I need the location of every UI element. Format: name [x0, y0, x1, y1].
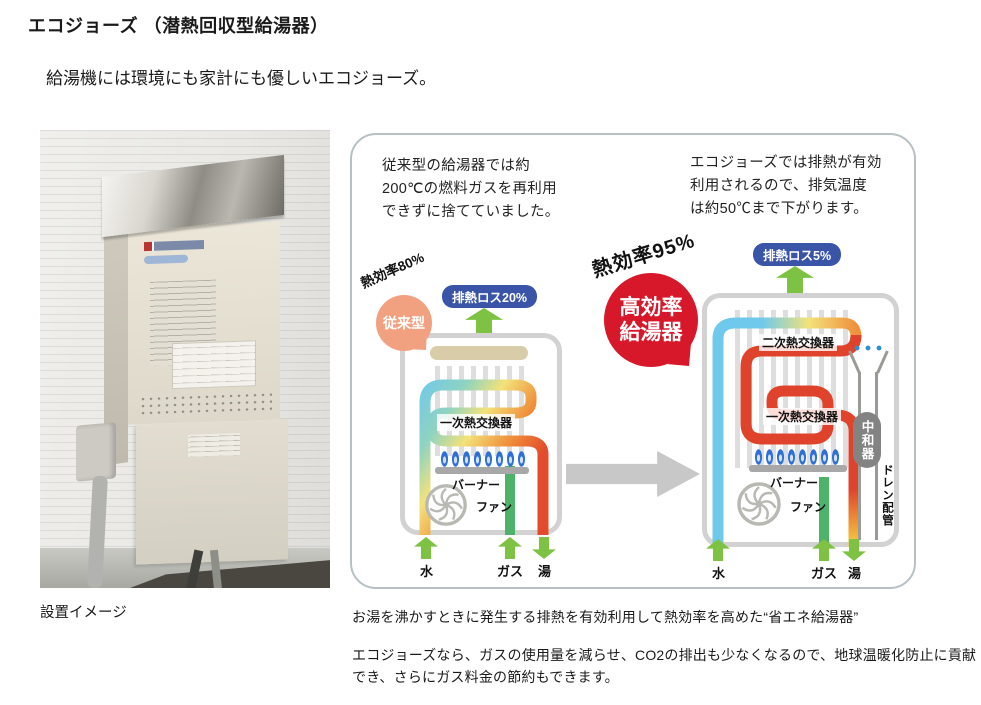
photo-pipe-cover — [136, 419, 288, 565]
footer-line1: お湯を沸かすときに発生する排熱を有効利用して熱効率を高めた“省エネ給湯器” — [352, 609, 859, 625]
eco-type-label: 高効率 給湯器 — [619, 295, 683, 344]
exhaust-arrow-conventional-icon — [465, 308, 503, 335]
gas-inlet-arrow-conventional-icon — [498, 537, 522, 559]
page-title: エコジョーズ （潜熱回収型給湯器） — [28, 16, 329, 36]
burner-flames-icon — [439, 450, 527, 467]
conventional-type-label: 従来型 — [383, 314, 425, 331]
fan-label-eco: ファン — [790, 500, 827, 514]
conventional-type-balloon: 従来型 — [376, 295, 432, 351]
pipe-diagram-conventional — [419, 379, 549, 535]
fan-label-conventional: ファン — [476, 500, 513, 514]
photo-heater-body — [128, 221, 280, 425]
neutralizer-capsule: 中和器 — [853, 412, 881, 468]
diagram-panel: 従来型の給湯器では約 200℃の燃料ガスを再利用 できずに捨てていました。 エコ… — [350, 133, 916, 589]
burner-label-eco: バーナー — [770, 476, 819, 490]
transition-arrow-icon — [566, 451, 700, 497]
installation-photo — [40, 130, 330, 588]
burner-flames-eco-icon — [753, 448, 843, 465]
primary-exchanger-label-eco: 一次熱交換器 — [763, 408, 842, 425]
conventional-efficiency-label: 熱効率80% — [358, 249, 427, 291]
hot-water-label-eco: 湯 — [848, 566, 862, 581]
exhaust-arrow-eco-icon — [776, 266, 814, 293]
photo-brand-mark — [144, 240, 204, 252]
footer-line2: エコジョーズなら、ガスの使用量を減らせ、CO2の排出も少なくなるので、地球温暖化… — [352, 647, 977, 685]
hot-water-label-conventional: 湯 — [538, 564, 552, 579]
page-subtitle: 給湯機には環境にも家計にも優しいエコジョーズ。 — [46, 69, 437, 88]
photo-conduit-box — [76, 422, 116, 482]
burner-label-conventional: バーナー — [452, 478, 501, 492]
exhaust-vent-bar — [430, 346, 528, 360]
photo-warning-sticker — [172, 340, 256, 390]
photo-caption: 設置イメージ — [40, 605, 127, 621]
drain-pipe-label: ドレン配管 — [881, 464, 893, 527]
gas-label-eco: ガス — [811, 566, 838, 581]
fan-eco-icon — [737, 482, 781, 526]
eco-heater: 二次熱交換器 一次熱交換器 バーナー ファン 中和 — [702, 293, 899, 547]
primary-exchanger-label-conventional: 一次熱交換器 — [437, 414, 516, 431]
conventional-note: 従来型の給湯器では約 200℃の燃料ガスを再利用 できずに捨てていました。 — [382, 158, 560, 221]
photo-brand-logo — [144, 254, 188, 265]
fan-icon — [425, 484, 467, 526]
water-label-conventional: 水 — [420, 564, 434, 579]
secondary-exchanger-label: 二次熱交換器 — [759, 334, 838, 351]
gas-label-conventional: ガス — [497, 564, 524, 579]
water-inlet-arrow-conventional-icon — [414, 537, 438, 559]
burner-bar — [435, 467, 529, 474]
conventional-heater: 一次熱交換器 バーナー ファン — [400, 333, 562, 535]
eco-type-balloon: 高効率 給湯器 — [604, 273, 698, 367]
eco-note: エコジョーズでは排熱が有効 利用されるので、排気温度 は約50℃まで下がります。 — [690, 155, 882, 218]
hot-water-outlet-arrow-conventional-icon — [532, 537, 556, 559]
conventional-loss-badge: 排熱ロス20% — [442, 285, 538, 308]
cold-water-pipe-eco — [712, 317, 862, 547]
condensate-drops-icon — [852, 342, 885, 354]
water-label-eco: 水 — [712, 566, 726, 581]
water-serpentine-pipe — [419, 379, 549, 535]
photo-vent-holes — [140, 391, 272, 419]
eco-loss-badge: 排熱ロス5% — [753, 243, 842, 266]
burner-bar-eco — [749, 465, 847, 472]
photo-small-sticker — [188, 433, 240, 457]
